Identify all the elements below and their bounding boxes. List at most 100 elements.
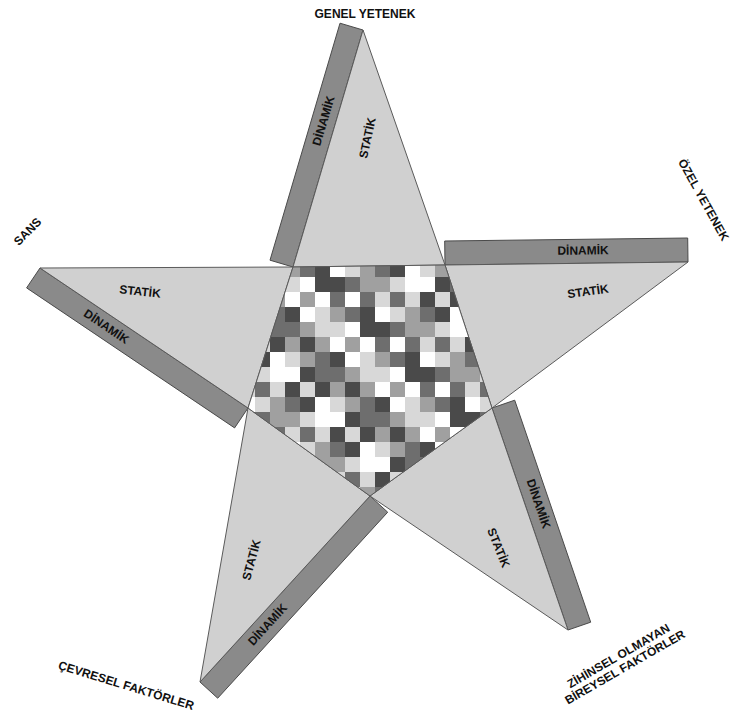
checker-cell bbox=[315, 397, 330, 412]
category-label: ZİHİNSEL OLMAYAN BİREYSEL FAKTÖRLER bbox=[551, 613, 694, 711]
checker-cell bbox=[345, 352, 360, 367]
checker-cell bbox=[480, 502, 495, 517]
checker-cell bbox=[255, 397, 270, 412]
checker-cell bbox=[405, 322, 420, 337]
checker-cell bbox=[345, 487, 360, 502]
checker-cell bbox=[450, 337, 465, 352]
checker-cell bbox=[300, 262, 315, 277]
checker-cell bbox=[495, 292, 510, 307]
checker-cell bbox=[360, 277, 375, 292]
checker-cell bbox=[360, 412, 375, 427]
checker-cell bbox=[405, 307, 420, 322]
checker-cell bbox=[255, 352, 270, 367]
static-label: STATİK bbox=[240, 538, 263, 582]
checker-cell bbox=[360, 382, 375, 397]
checker-cell bbox=[495, 262, 510, 277]
checker-cell bbox=[465, 487, 480, 502]
checker-cell bbox=[405, 472, 420, 487]
checker-cell bbox=[465, 367, 480, 382]
checker-cell bbox=[435, 472, 450, 487]
checker-cell bbox=[480, 412, 495, 427]
checker-cell bbox=[495, 442, 510, 457]
checker-cell bbox=[300, 412, 315, 427]
checker-cell bbox=[435, 322, 450, 337]
checker-cell bbox=[480, 262, 495, 277]
checker-cell bbox=[270, 277, 285, 292]
checker-cell bbox=[300, 502, 315, 517]
checker-cell bbox=[360, 502, 375, 517]
checker-cell bbox=[420, 502, 435, 517]
checker-cell bbox=[375, 322, 390, 337]
checker-cell bbox=[420, 427, 435, 442]
checker-cell bbox=[405, 352, 420, 367]
checker-cell bbox=[465, 427, 480, 442]
checker-cell bbox=[495, 367, 510, 382]
checker-cell bbox=[450, 412, 465, 427]
checker-cell bbox=[405, 442, 420, 457]
checker-cell bbox=[300, 397, 315, 412]
static-label: STATİK bbox=[567, 283, 610, 302]
checker-cell bbox=[255, 292, 270, 307]
checker-cell bbox=[495, 277, 510, 292]
checker-cell bbox=[450, 442, 465, 457]
checker-cell bbox=[420, 277, 435, 292]
checker-cell bbox=[465, 292, 480, 307]
checker-cell bbox=[480, 352, 495, 367]
checker-cell bbox=[480, 457, 495, 472]
checker-cell bbox=[300, 322, 315, 337]
checker-cell bbox=[435, 292, 450, 307]
checker-cell bbox=[480, 337, 495, 352]
checker-cell bbox=[300, 307, 315, 322]
checker-cell bbox=[240, 397, 255, 412]
checker-cell bbox=[270, 322, 285, 337]
checker-cell bbox=[315, 457, 330, 472]
checker-cell bbox=[300, 292, 315, 307]
checker-cell bbox=[240, 427, 255, 442]
checker-cell bbox=[285, 337, 300, 352]
checker-cell bbox=[375, 262, 390, 277]
checker-cell bbox=[285, 307, 300, 322]
checker-cell bbox=[285, 472, 300, 487]
category-label: ÇEVRESEL FAKTÖRLER bbox=[57, 659, 196, 713]
checker-cell bbox=[345, 427, 360, 442]
checker-cell bbox=[495, 457, 510, 472]
checker-cell bbox=[255, 442, 270, 457]
checker-cell bbox=[420, 307, 435, 322]
checker-cell bbox=[330, 337, 345, 352]
checker-cell bbox=[435, 307, 450, 322]
checker-cell bbox=[480, 472, 495, 487]
checker-cell bbox=[270, 442, 285, 457]
checker-cell bbox=[315, 337, 330, 352]
checker-cell bbox=[240, 457, 255, 472]
checker-cell bbox=[285, 367, 300, 382]
checker-cell bbox=[240, 292, 255, 307]
checker-cell bbox=[495, 337, 510, 352]
dynamic-label: DİNAMİK bbox=[310, 95, 337, 148]
checker-cell bbox=[435, 277, 450, 292]
checker-cell bbox=[450, 262, 465, 277]
checker-cell bbox=[345, 292, 360, 307]
checker-cell bbox=[465, 502, 480, 517]
checker-cell bbox=[375, 412, 390, 427]
checker-cell bbox=[435, 502, 450, 517]
checker-cell bbox=[450, 502, 465, 517]
checker-cell bbox=[465, 457, 480, 472]
checker-cell bbox=[240, 502, 255, 517]
checker-cell bbox=[375, 502, 390, 517]
checker-cell bbox=[315, 427, 330, 442]
checker-cell bbox=[465, 442, 480, 457]
checker-cell bbox=[435, 352, 450, 367]
checker-cell bbox=[405, 502, 420, 517]
checker-cell bbox=[405, 382, 420, 397]
checker-cell bbox=[450, 367, 465, 382]
checker-cell bbox=[240, 412, 255, 427]
checker-cell bbox=[270, 397, 285, 412]
checker-cell bbox=[240, 352, 255, 367]
checker-cell bbox=[255, 502, 270, 517]
checker-cell bbox=[360, 457, 375, 472]
arm-face bbox=[370, 408, 568, 630]
checker-cell bbox=[375, 487, 390, 502]
checker-cell bbox=[420, 457, 435, 472]
category-label: ÖZEL YETENEK bbox=[675, 157, 731, 243]
checker-cell bbox=[345, 397, 360, 412]
